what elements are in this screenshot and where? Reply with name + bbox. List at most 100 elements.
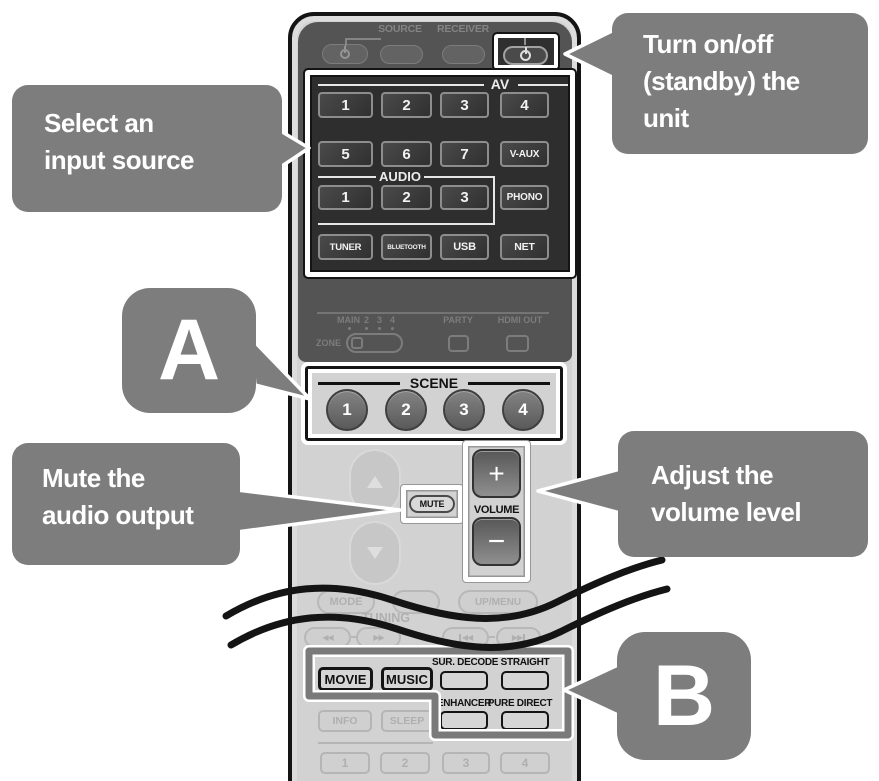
mute-highlight-frame: MUTE — [400, 484, 464, 524]
skip-forward-button[interactable]: ▶▶ — [496, 627, 541, 648]
soundmode-badge: B — [617, 632, 751, 760]
num-4-button[interactable]: 4 — [500, 752, 550, 774]
skip-forward-icon: ▶▶ — [511, 633, 523, 642]
volume-down-button[interactable]: − — [472, 517, 521, 566]
callout-text-line: audio output — [42, 500, 194, 530]
callout-text-line: Turn on/off — [643, 29, 773, 59]
party-label: PARTY — [443, 315, 473, 325]
arrow-down-icon — [367, 547, 383, 559]
receiver-button[interactable] — [442, 45, 485, 64]
av-label: AV — [490, 76, 510, 92]
tuning-label: TUNING — [362, 611, 410, 625]
audio3-button[interactable]: 3 — [440, 185, 489, 210]
scene-2-button[interactable]: 2 — [385, 389, 427, 431]
scene-badge: A — [122, 288, 256, 413]
v-aux-button[interactable]: V-AUX — [500, 141, 549, 167]
callout-text-line: (standby) the — [643, 66, 800, 96]
source-button[interactable] — [380, 45, 423, 64]
power-callout: Turn on/off (standby) the unit — [612, 13, 868, 154]
callout-text-line: volume level — [651, 497, 802, 527]
zone-slider[interactable] — [346, 333, 403, 353]
rewind-button[interactable]: ◀◀ — [304, 627, 351, 648]
receiver-label: RECEIVER — [436, 23, 490, 35]
scene-4-button[interactable]: 4 — [502, 389, 544, 431]
zone-dot — [378, 327, 381, 330]
callout-text-line: unit — [643, 103, 689, 133]
zone-main-label: MAIN — [337, 315, 360, 325]
straight-button[interactable] — [501, 671, 549, 690]
enhancer-button[interactable] — [440, 711, 488, 730]
av3-button[interactable]: 3 — [440, 92, 489, 118]
power-button[interactable] — [503, 46, 548, 65]
phono-button[interactable]: PHONO — [500, 185, 549, 210]
power-tick — [524, 38, 526, 45]
av6-button[interactable]: 6 — [381, 141, 432, 167]
power-highlight-frame — [492, 32, 560, 71]
zone-divider-line — [317, 312, 549, 314]
source-power-button[interactable] — [322, 44, 368, 64]
power-icon — [520, 50, 531, 61]
tuner-button[interactable]: TUNER — [318, 234, 373, 260]
fast-forward-icon: ▶▶ — [373, 633, 384, 642]
audio2-button[interactable]: 2 — [381, 185, 432, 210]
zone-dot — [348, 327, 351, 330]
input-callout: Select an input source — [12, 85, 282, 212]
usb-button[interactable]: USB — [440, 234, 489, 260]
net-button[interactable]: NET — [500, 234, 549, 260]
skip-back-button[interactable]: ◀◀ — [442, 627, 489, 648]
fast-forward-button[interactable]: ▶▶ — [356, 627, 401, 648]
audio-bracket-vertical — [493, 176, 495, 225]
volume-highlight-frame: + VOLUME − — [462, 440, 531, 583]
source-label: SOURCE — [378, 23, 422, 35]
sur-decode-button[interactable] — [440, 671, 488, 690]
arrow-up-icon — [367, 476, 383, 488]
bottom-divider-line — [318, 742, 433, 744]
av2-button[interactable]: 2 — [381, 92, 432, 118]
zone-slider-knob[interactable] — [351, 337, 363, 349]
cursor-up-button[interactable] — [349, 449, 401, 515]
av-line-left — [318, 84, 484, 86]
mute-button[interactable]: MUTE — [409, 495, 455, 513]
rewind-icon: ◀◀ — [322, 633, 333, 642]
volume-up-button[interactable]: + — [472, 449, 521, 498]
callout-text-line: Select an — [44, 108, 154, 138]
pure-direct-button[interactable] — [501, 711, 549, 730]
hdmi-out-button[interactable] — [506, 335, 529, 352]
pure-direct-label: PURE DIRECT — [487, 698, 553, 709]
zone-label: ZONE — [316, 338, 342, 348]
zone-dot — [391, 327, 394, 330]
scene-3-button[interactable]: 3 — [443, 389, 485, 431]
sleep-button[interactable]: SLEEP — [381, 710, 433, 732]
movie-button[interactable]: MOVIE — [318, 667, 373, 691]
num-3-button[interactable]: 3 — [442, 752, 490, 774]
av4-button[interactable]: 4 — [500, 92, 549, 118]
av1-button[interactable]: 1 — [318, 92, 373, 118]
cursor-down-button[interactable] — [349, 521, 401, 585]
bluetooth-button[interactable]: BLUETOOTH — [381, 234, 432, 260]
audio-line-left — [318, 176, 376, 178]
skip-bar — [523, 633, 526, 642]
party-button[interactable] — [448, 335, 469, 352]
tuning-connector — [488, 636, 495, 638]
scene-highlight-frame: SCENE 1 2 3 4 — [301, 362, 567, 445]
callout-text-line: Mute the — [42, 463, 145, 493]
scene-line-right — [468, 382, 550, 385]
skip-back-icon: ◀◀ — [461, 633, 473, 642]
audio-label: AUDIO — [379, 169, 421, 184]
num-2-button[interactable]: 2 — [380, 752, 430, 774]
callout-text-line: input source — [44, 145, 195, 175]
audio-bracket-bottom — [318, 223, 495, 225]
audio1-button[interactable]: 1 — [318, 185, 373, 210]
music-button[interactable]: MUSIC — [381, 667, 433, 691]
av7-button[interactable]: 7 — [440, 141, 489, 167]
num-1-button[interactable]: 1 — [320, 752, 370, 774]
zone-dot — [365, 327, 368, 330]
info-button[interactable]: INFO — [318, 710, 372, 732]
skip-bar — [458, 633, 461, 642]
up-menu-button[interactable]: UP/MENU — [458, 590, 538, 614]
av5-button[interactable]: 5 — [318, 141, 373, 167]
straight-label: STRAIGHT — [500, 657, 550, 668]
scene-1-button[interactable]: 1 — [326, 389, 368, 431]
power-icon — [340, 49, 350, 59]
